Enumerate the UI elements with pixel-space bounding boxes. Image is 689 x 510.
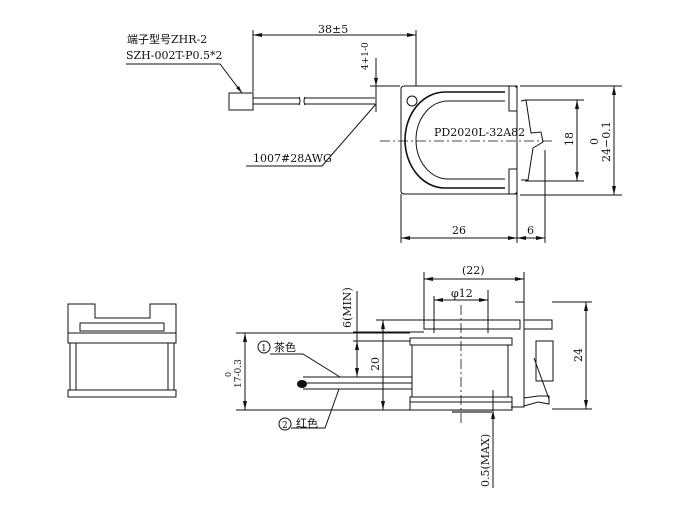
lead-wires [303,376,412,390]
tab-top [508,85,518,112]
wire-2-number: 2 [282,421,288,431]
dim-wire-offset: 4+1-0 [361,42,371,70]
front-view [67,303,177,398]
dim-overall: (22) [462,264,485,277]
coil-side [411,344,509,398]
plate-top [423,319,521,330]
wire-1-leader [270,353,341,378]
dim-min-clearance: 6(MIN) [341,287,354,328]
top-view: 端子型号ZHR-2 SZH-002T-P0.5*2 38±5 4+1-0 100… [126,23,622,243]
connector-type-label: 端子型号ZHR-2 [127,32,207,46]
dim-height-tol-side: 0 [224,372,233,377]
wire-2-color: 红色 [296,416,318,430]
plunger [520,99,544,181]
dim-24: 24 [572,348,585,362]
connector-part-label: SZH-002T-P0.5*2 [126,49,223,62]
dim-20: 20 [369,357,382,371]
dim-diameter: φ12 [451,287,473,300]
cable [253,97,375,105]
wire-label: 1007#28AWG [253,152,332,165]
arrow [236,86,242,93]
part-number: PD2020L-32A82 [434,126,525,139]
wire-1-color: 茶色 [274,340,296,354]
dim-body-length: 26 [452,224,466,237]
dim-inner-height: 18 [563,132,576,146]
tab-bottom [508,168,518,195]
bracket [511,301,553,408]
wire-leader [246,103,377,167]
side-view: (22) φ12 6(MIN) 20 0 [224,264,592,488]
wire-2-leader [291,388,340,429]
wire-1-number: 1 [261,344,267,354]
dim-height-tol: 0 [588,138,601,145]
connector [228,92,254,111]
dim-cable-length: 38±5 [318,23,348,36]
frame-top [67,303,177,334]
solenoid-body [400,85,518,195]
plunger-side [523,340,554,407]
dim-wire-height: 17-0.3 [234,359,244,388]
dim-tab-length: 6 [527,224,534,237]
break-mark [298,96,306,106]
dim-height: 24−0.1 [600,121,613,162]
connector-leader [126,63,243,94]
dim-max: 0.5(MAX) [479,434,492,487]
coil-outline [404,91,505,189]
coil-inner [415,100,505,180]
coil-front [69,342,175,391]
